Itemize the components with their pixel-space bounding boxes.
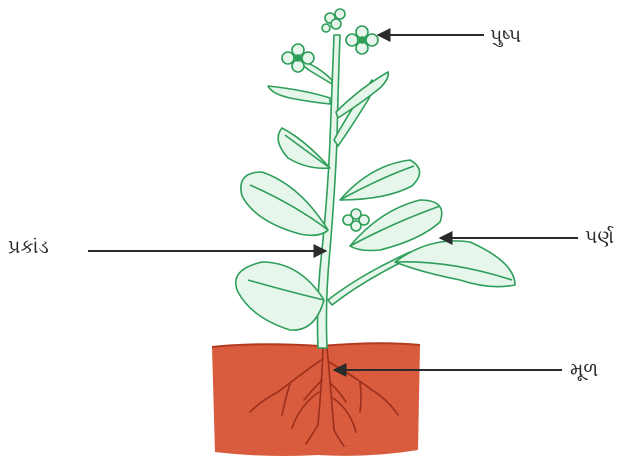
flower: [343, 209, 369, 231]
flower: [346, 26, 378, 54]
soil: [212, 343, 420, 456]
plant: [236, 9, 515, 348]
label-flower: પુષ્પ: [490, 27, 521, 46]
seed-pod: [336, 72, 388, 118]
label-stem: પ્રકાંડ: [8, 238, 49, 257]
flower-bud-cluster: [322, 9, 345, 32]
seed-pod: [268, 86, 330, 104]
label-leaf: પર્ણ: [585, 228, 614, 247]
leaf: [395, 241, 515, 287]
label-root: મૂળ: [570, 361, 598, 380]
leaf: [241, 172, 328, 235]
